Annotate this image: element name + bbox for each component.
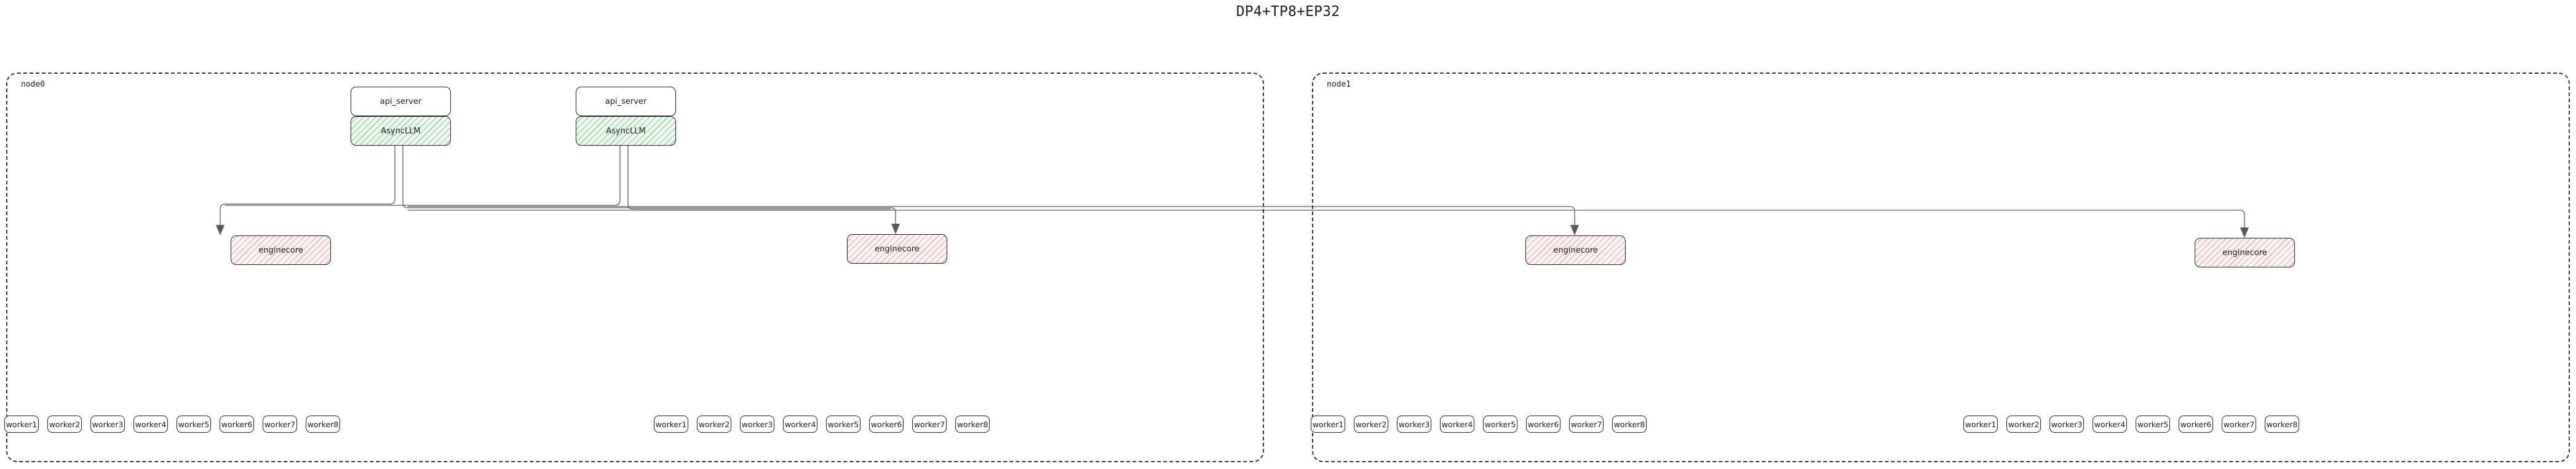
worker-0-1-0-label: worker1: [655, 419, 687, 429]
worker-0-1-2[interactable]: worker3: [740, 416, 774, 433]
asyncllm-0-0-label: AsyncLLM: [381, 126, 421, 136]
worker-1-1-5[interactable]: worker6: [2179, 416, 2213, 433]
worker-1-1-1-label: worker2: [2008, 419, 2040, 429]
worker-1-1-0[interactable]: worker1: [1963, 416, 1998, 433]
worker-0-0-0-label: worker1: [6, 419, 38, 429]
worker-1-0-1-label: worker2: [1355, 419, 1387, 429]
enginecore-0-1-label: enginecore: [875, 244, 920, 254]
worker-1-1-6[interactable]: worker7: [2222, 416, 2256, 433]
worker-1-0-0-label: worker1: [1312, 419, 1344, 429]
worker-0-1-3-label: worker4: [784, 419, 816, 429]
worker-0-1-5[interactable]: worker6: [869, 416, 904, 433]
worker-1-0-0[interactable]: worker1: [1311, 416, 1345, 433]
worker-1-0-3-label: worker4: [1441, 419, 1473, 429]
enginecore-0-0[interactable]: enginecore: [231, 235, 331, 265]
worker-1-0-6-label: worker7: [1570, 419, 1602, 429]
worker-0-0-4-label: worker5: [178, 419, 210, 429]
asyncllm-0-1-label: AsyncLLM: [606, 126, 646, 136]
worker-1-1-2-label: worker3: [2051, 419, 2083, 429]
worker-0-1-0[interactable]: worker1: [654, 416, 688, 433]
worker-0-1-7[interactable]: worker8: [955, 416, 990, 433]
worker-0-0-7-label: worker8: [307, 419, 339, 429]
worker-1-1-4-label: worker5: [2137, 419, 2169, 429]
enginecore-0-0-label: enginecore: [258, 245, 303, 255]
node-cluster-node1: node1: [1312, 73, 2570, 462]
worker-0-0-7[interactable]: worker8: [306, 416, 340, 433]
node-cluster-node0: node0: [6, 73, 1264, 462]
enginecore-1-1-label: enginecore: [2222, 248, 2267, 258]
worker-0-0-1[interactable]: worker2: [47, 416, 82, 433]
worker-1-0-4-label: worker5: [1484, 419, 1516, 429]
worker-0-1-3[interactable]: worker4: [783, 416, 817, 433]
worker-0-1-2-label: worker3: [741, 419, 773, 429]
worker-1-0-5[interactable]: worker6: [1526, 416, 1560, 433]
worker-1-1-3[interactable]: worker4: [2093, 416, 2127, 433]
worker-0-0-5[interactable]: worker6: [220, 416, 254, 433]
worker-1-0-7[interactable]: worker8: [1612, 416, 1647, 433]
worker-0-0-0[interactable]: worker1: [4, 416, 39, 433]
worker-0-0-5-label: worker6: [221, 419, 253, 429]
worker-1-0-5-label: worker6: [1527, 419, 1559, 429]
worker-0-1-4-label: worker5: [827, 419, 859, 429]
worker-0-0-6[interactable]: worker7: [263, 416, 297, 433]
worker-0-0-2-label: worker3: [92, 419, 124, 429]
enginecore-1-0-label: enginecore: [1553, 245, 1598, 255]
worker-0-0-4[interactable]: worker5: [177, 416, 211, 433]
worker-0-0-2[interactable]: worker3: [90, 416, 125, 433]
worker-1-0-2-label: worker3: [1398, 419, 1430, 429]
enginecore-0-1[interactable]: enginecore: [847, 234, 947, 264]
api-server-0-1-label: api_server: [605, 97, 647, 106]
worker-1-0-4[interactable]: worker5: [1483, 416, 1517, 433]
worker-0-0-3[interactable]: worker4: [133, 416, 168, 433]
worker-1-0-1[interactable]: worker2: [1354, 416, 1388, 433]
worker-1-1-4[interactable]: worker5: [2136, 416, 2170, 433]
api-server-0-0-label: api_server: [380, 97, 422, 106]
worker-0-1-4[interactable]: worker5: [826, 416, 861, 433]
worker-0-1-6[interactable]: worker7: [912, 416, 947, 433]
worker-1-1-2[interactable]: worker3: [2049, 416, 2084, 433]
worker-1-1-3-label: worker4: [2094, 419, 2126, 429]
worker-1-1-5-label: worker6: [2180, 419, 2212, 429]
worker-1-1-7-label: worker8: [2266, 419, 2298, 429]
worker-0-1-1-label: worker2: [698, 419, 730, 429]
worker-1-1-0-label: worker1: [1965, 419, 1997, 429]
worker-1-0-7-label: worker8: [1613, 419, 1645, 429]
enginecore-1-1[interactable]: enginecore: [2195, 238, 2295, 267]
node-label-node1: node1: [1327, 80, 1351, 89]
asyncllm-0-1[interactable]: AsyncLLM: [576, 116, 676, 146]
asyncllm-0-0[interactable]: AsyncLLM: [351, 116, 451, 146]
worker-0-0-6-label: worker7: [264, 419, 296, 429]
worker-1-0-2[interactable]: worker3: [1397, 416, 1431, 433]
worker-0-1-7-label: worker8: [956, 419, 988, 429]
worker-1-1-7[interactable]: worker8: [2265, 416, 2299, 433]
worker-1-0-6[interactable]: worker7: [1569, 416, 1604, 433]
diagram-title: DP4+TP8+EP32: [1236, 4, 1340, 20]
worker-0-1-6-label: worker7: [913, 419, 945, 429]
worker-1-1-1[interactable]: worker2: [2006, 416, 2041, 433]
worker-0-0-3-label: worker4: [135, 419, 167, 429]
worker-1-1-6-label: worker7: [2223, 419, 2255, 429]
worker-0-1-1[interactable]: worker2: [697, 416, 731, 433]
api-server-0-0[interactable]: api_server: [351, 87, 451, 116]
worker-1-0-3[interactable]: worker4: [1440, 416, 1474, 433]
worker-0-1-5-label: worker6: [870, 419, 902, 429]
worker-0-0-1-label: worker2: [49, 419, 81, 429]
api-server-0-1[interactable]: api_server: [576, 87, 676, 116]
enginecore-1-0[interactable]: enginecore: [1525, 235, 1626, 265]
node-label-node0: node0: [21, 80, 46, 89]
